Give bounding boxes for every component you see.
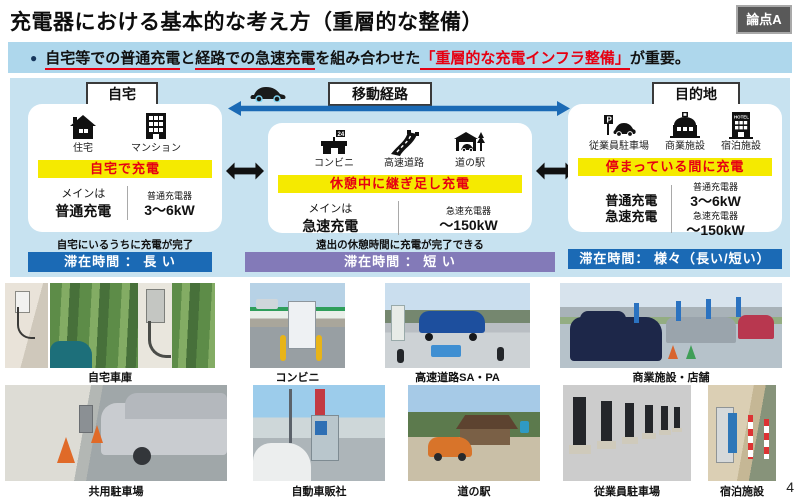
home-route-double-arrow-icon [226,162,264,180]
page-title: 充電器における基本的な考え方（重層的な整備） [10,11,483,34]
highway-icon [391,130,419,156]
photo-caption: 高速道路SA・PA [415,372,500,384]
photo-caption: 共用駐車場 [88,486,144,497]
employee-parking-icon: P [604,115,636,137]
photo-highway-sapa [385,283,530,368]
home-main-charging: メインは 普通充電 [55,188,112,219]
photo-caption: 商業施設・店舗 [632,372,710,384]
key-message-text: を組み合わせた [315,50,421,67]
destination-main-charging: 普通充電 急速充電 [605,193,658,224]
photo-roadside-station [408,385,540,481]
key-message-normal-charging: 自宅等での普通充電 [45,50,181,70]
house-icon [70,115,96,139]
divider [398,201,400,235]
photo-car-dealer [253,385,385,481]
destination-stay-bar: 滞在時間： 様々（長い/短い） [568,249,782,269]
location-label: 従業員駐車場 [589,141,649,152]
location-house: 住宅 [69,115,97,155]
home-highlight: 自宅で充電 [38,160,212,178]
photo-employee-parking [563,385,691,481]
key-message-band: ● 自宅等での普通充電と経路での急速充電を組み合わせた「重層的な充電インフラ整備… [8,42,792,73]
route-destination-double-arrow-icon [536,162,574,180]
route-note: 遠出の休憩時間に充電が完了できる [316,239,484,251]
route-double-arrow-icon [228,101,570,116]
photo-home-garage-1 [5,283,48,368]
key-message-layered-infra: 「重層的な充電インフラ整備」 [420,50,630,70]
bullet-icon: ● [30,50,38,65]
route-highlight: 休憩中に継ぎ足し充電 [278,175,522,193]
destination-highlight: 停まっている間に充電 [578,158,772,176]
photo-convenience-store [250,283,345,368]
svg-text:HOTEL: HOTEL [734,114,749,119]
page-number: 4 [786,479,794,495]
location-roadside-station: 道の駅 [454,130,486,170]
commercial-facility-icon [670,112,700,138]
location-apartment: マンション [131,113,181,155]
divider [671,185,673,233]
destination-charger-specs: 普通充電器 3～6kW 急速充電器 ～150kW [686,182,745,238]
location-commercial: 商業施設 [665,112,705,153]
route-charger-spec: 急速充電器 ～150kW [439,205,498,233]
location-label: 商業施設 [665,141,705,152]
key-message-text: が重要。 [629,50,690,67]
home-note: 自宅にいるうちに充電が完了 [56,239,194,251]
apartment-icon [146,113,166,139]
convenience-store-icon: 24 [321,130,347,154]
key-message-text: と [180,50,196,67]
photo-caption: 道の駅 [457,486,491,497]
diagram-band: 自宅 移動経路 目的地 [10,78,790,277]
destination-card: P 従業員駐車場 商業施 [568,104,782,238]
photo-commercial-facility [560,283,782,368]
photo-shared-parking [5,385,227,481]
photo-caption: 従業員駐車場 [594,486,660,497]
photo-caption: コンビニ [275,372,320,384]
location-label: 宿泊施設 [721,141,761,152]
roadside-station-icon [454,132,485,152]
photo-caption: 自動車販社 [291,486,347,497]
route-card: 24 コンビニ 高速道路 [268,123,532,235]
location-hotel: HOTEL 宿泊施設 [721,112,761,153]
home-charger-spec: 普通充電器 3～6kW [144,190,195,218]
label-route: 移動経路 [328,82,432,106]
location-label: 高速道路 [384,158,424,169]
car-icon [250,87,286,102]
label-home: 自宅 [86,82,158,106]
home-stay-bar: 滞在時間 ： 長 い [28,252,212,272]
photo-hotel-charging [708,385,776,481]
location-label: コンビニ [314,158,354,169]
key-message: 自宅等での普通充電と経路での急速充電を組み合わせた「重層的な充電インフラ整備」が… [45,47,690,70]
location-employee-parking: P 従業員駐車場 [589,115,649,153]
location-highway: 高速道路 [384,130,424,170]
location-label: 道の駅 [455,158,485,169]
topic-badge: 論点A [736,5,792,34]
location-label: 住宅 [73,143,93,154]
photo-home-garage-2 [50,283,215,368]
label-destination: 目的地 [652,82,740,106]
key-message-fast-charging: 経路での急速充電 [195,50,316,70]
home-card: 住宅 マンション 自宅で充電 メインは 普通充電 [28,104,222,232]
svg-text:P: P [607,116,613,125]
svg-text:24: 24 [338,132,345,138]
route-stay-bar: 滞在時間 ： 短 い [245,252,555,272]
photo-caption: 自宅車庫 [88,372,132,384]
location-convenience-store: 24 コンビニ [314,130,354,170]
location-label: マンション [131,143,181,154]
route-main-charging: メインは 急速充電 [302,203,359,234]
photo-caption: 宿泊施設 [720,486,764,497]
hotel-icon: HOTEL [729,112,753,139]
divider [127,186,129,220]
